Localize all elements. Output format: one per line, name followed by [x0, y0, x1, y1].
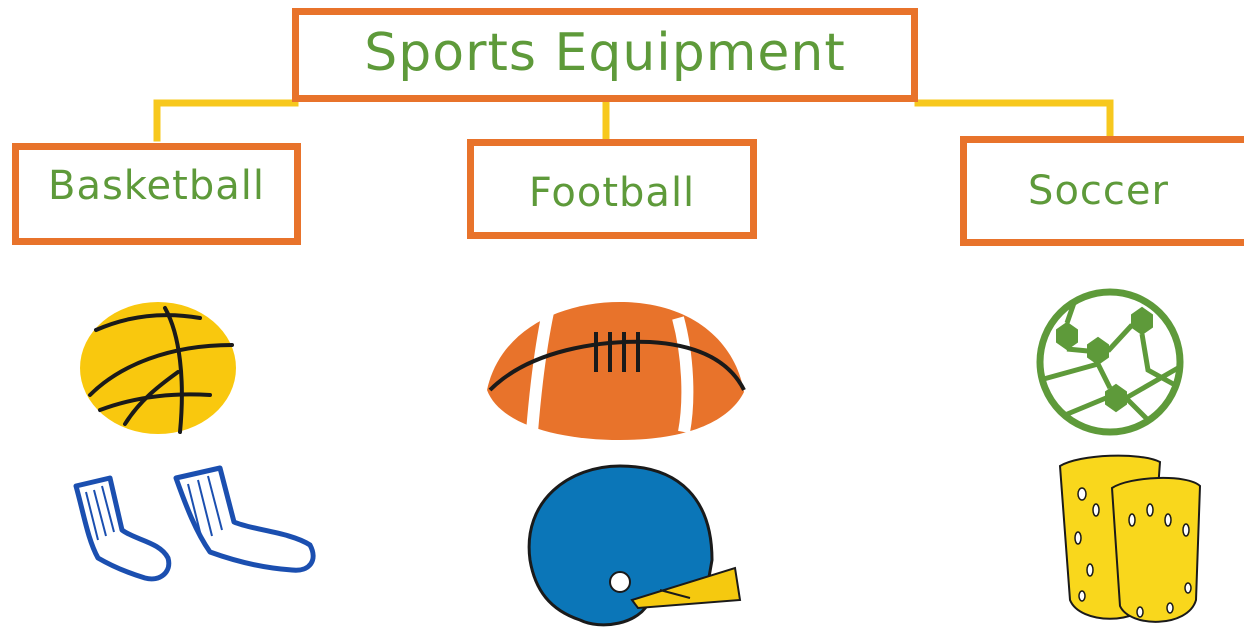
- category-label-basketball: Basketball: [48, 163, 265, 209]
- diagram-title: Sports Equipment: [364, 23, 846, 83]
- category-label-soccer: Soccer: [1028, 168, 1169, 214]
- shin-guards-icon: [1058, 454, 1202, 623]
- basketball-icon: [80, 302, 236, 434]
- helmet-icon: [527, 464, 742, 627]
- category-box-football: Football: [467, 139, 757, 239]
- socks-icon: [73, 465, 316, 582]
- category-box-basketball: Basketball: [12, 143, 301, 245]
- category-box-soccer: Soccer: [960, 136, 1244, 246]
- football-icon: [487, 302, 746, 440]
- category-label-football: Football: [528, 170, 696, 216]
- soccer-ball-icon: [1036, 288, 1184, 436]
- title-box: Sports Equipment: [292, 8, 918, 102]
